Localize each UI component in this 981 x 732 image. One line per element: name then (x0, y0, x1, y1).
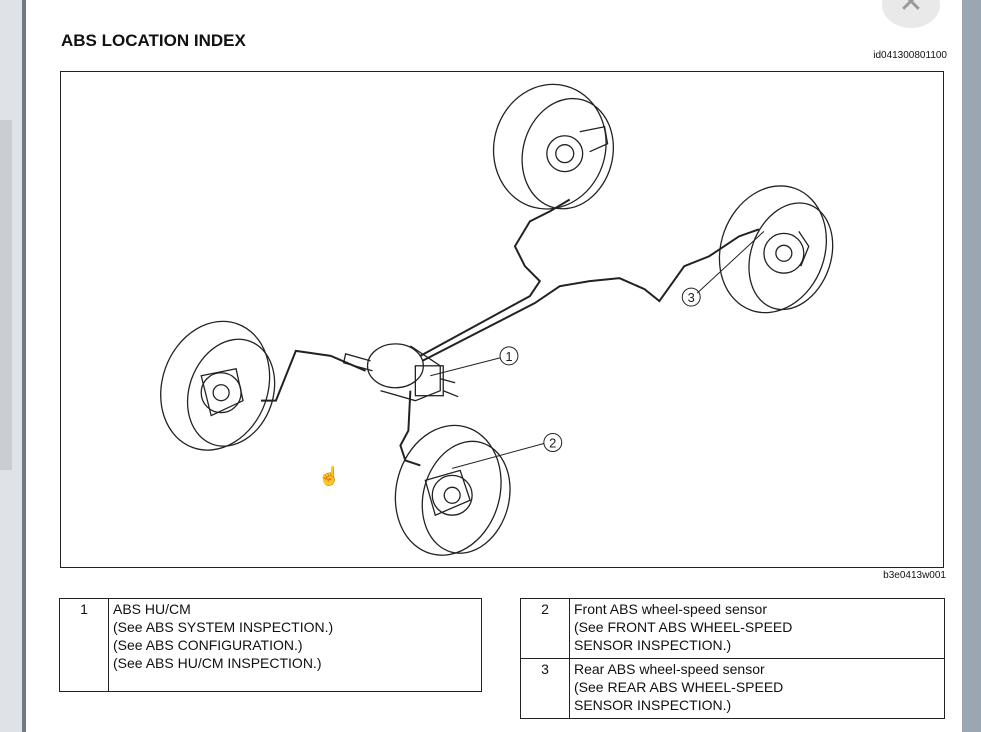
svg-text:2: 2 (549, 435, 556, 450)
close-button[interactable]: ✕ (882, 0, 940, 28)
rear-left-wheel (492, 83, 615, 210)
callout-leaders (430, 230, 765, 469)
backdrop-right (961, 0, 981, 732)
hand-cursor-icon: ☝ (318, 466, 341, 486)
brake-lines (260, 198, 760, 467)
backdrop-stripe (0, 120, 12, 470)
legend-description: Front ABS wheel-speed sensor (See FRONT … (569, 598, 945, 659)
callout-3: 3 (681, 287, 701, 307)
front-left-wheel (160, 320, 276, 451)
legend-item-name: ABS HU/CM (113, 601, 191, 617)
close-icon: ✕ (898, 0, 924, 19)
legend-description: Rear ABS wheel-speed sensor (See REAR AB… (569, 658, 945, 719)
legend-ref-link[interactable]: (See ABS CONFIGURATION.) (113, 637, 303, 653)
legend-ref-link[interactable]: SENSOR INSPECTION.) (574, 637, 732, 653)
legend-item-name: Front ABS wheel-speed sensor (574, 601, 767, 617)
svg-text:1: 1 (505, 349, 512, 364)
legend-number: 2 (520, 598, 570, 659)
rear-right-wheel (718, 185, 834, 314)
legend-item-name: Rear ABS wheel-speed sensor (574, 661, 765, 677)
page-title: ABS LOCATION INDEX (61, 31, 246, 50)
document-page: ✕ ABS LOCATION INDEX id041300801100 (26, 0, 962, 732)
legend-number: 1 (59, 598, 109, 692)
legend-number: 3 (520, 658, 570, 719)
diagram-svg: 1 2 3 (160, 83, 834, 556)
legend-table-right: 2 Front ABS wheel-speed sensor (See FRON… (520, 598, 945, 719)
legend-ref-link[interactable]: SENSOR INSPECTION.) (574, 697, 732, 713)
legend-ref-link[interactable]: (See ABS HU/CM INSPECTION.) (113, 655, 322, 671)
legend-ref-link[interactable]: (See REAR ABS WHEEL-SPEED (574, 679, 784, 695)
callout-2: 2 (543, 433, 563, 452)
front-right-wheel (394, 424, 511, 556)
legend-description: ABS HU/CM (See ABS SYSTEM INSPECTION.) (… (108, 598, 482, 692)
legend-ref-link[interactable]: (See ABS SYSTEM INSPECTION.) (113, 619, 334, 635)
callout-1: 1 (499, 346, 519, 366)
legend-row: 3 Rear ABS wheel-speed sensor (See REAR … (520, 658, 945, 719)
abs-hu-cm-unit (342, 343, 459, 402)
svg-text:3: 3 (688, 290, 695, 305)
backdrop-left (0, 0, 22, 732)
document-id: id041300801100 (873, 50, 947, 61)
legend-ref-link[interactable]: (See FRONT ABS WHEEL-SPEED (574, 619, 793, 635)
legend-row: 2 Front ABS wheel-speed sensor (See FRON… (520, 598, 945, 659)
legend-table-left: 1 ABS HU/CM (See ABS SYSTEM INSPECTION.)… (59, 598, 482, 692)
abs-location-diagram: 1 2 3 (60, 71, 944, 568)
figure-id: b3e0413w001 (883, 570, 946, 581)
legend-row: 1 ABS HU/CM (See ABS SYSTEM INSPECTION.)… (59, 598, 482, 692)
